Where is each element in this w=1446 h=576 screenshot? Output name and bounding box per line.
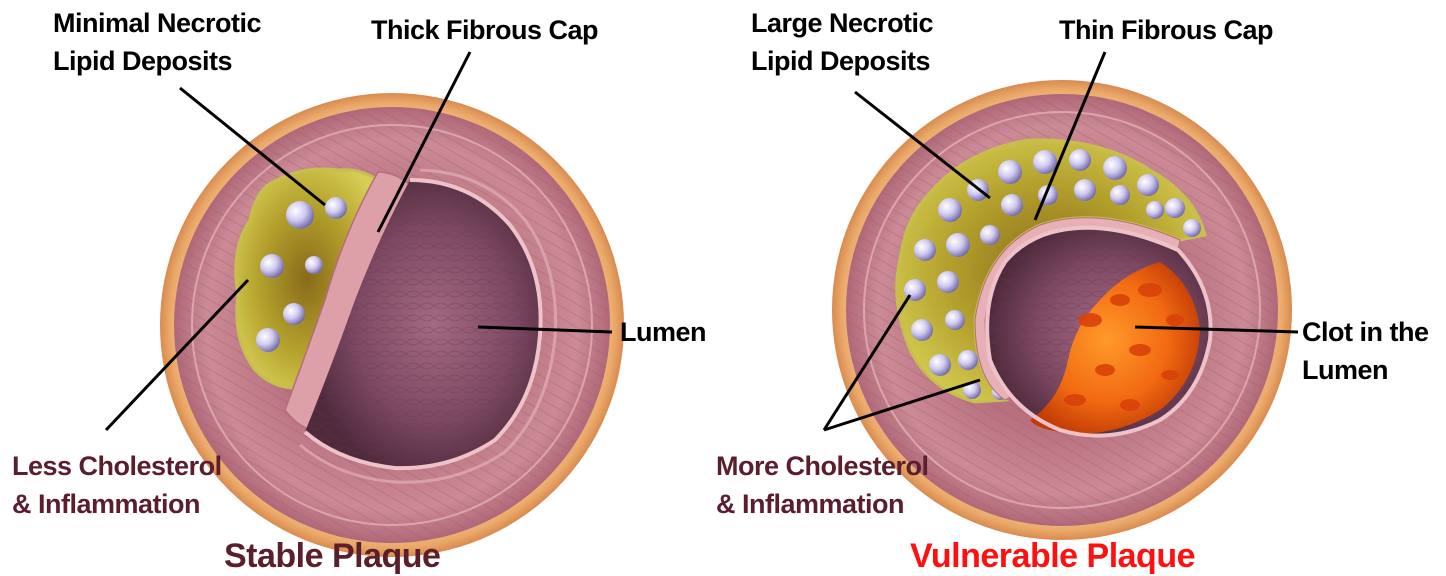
vulnerable-cholesterol-label-line2: & Inflammation (716, 485, 929, 523)
vulnerable-cholesterol-label-line1: More Cholesterol (716, 447, 929, 485)
stable-plaque-title: Stable Plaque (224, 536, 440, 576)
stable-artery (160, 93, 624, 557)
stable-lipid-cell (256, 328, 280, 352)
stable-cap-label: Thick Fibrous Cap (371, 11, 598, 49)
stable-cholesterol-label-line1: Less Cholesterol (12, 447, 222, 485)
stable-deposits-label: Minimal Necrotic Lipid Deposits (53, 4, 261, 80)
stable-lipid-cell (286, 201, 314, 229)
stable-lipid-cell (325, 197, 347, 219)
vulnerable-clot-label-line1: Clot in the (1302, 313, 1428, 351)
vulnerable-deposits-label: Large Necrotic Lipid Deposits (751, 4, 933, 80)
stable-lipid-cell (283, 303, 305, 325)
stable-lipid-cell (260, 254, 284, 278)
vulnerable-cap-label: Thin Fibrous Cap (1059, 11, 1273, 49)
vulnerable-clot-label: Clot in the Lumen (1302, 313, 1428, 389)
vulnerable-plaque-title: Vulnerable Plaque (910, 536, 1195, 576)
stable-deposits-label-line1: Minimal Necrotic (53, 4, 261, 42)
vulnerable-clot-label-line2: Lumen (1302, 351, 1428, 389)
vulnerable-deposits-label-line2: Lipid Deposits (751, 42, 933, 80)
stable-cholesterol-label: Less Cholesterol & Inflammation (12, 447, 222, 523)
stable-lipid-cell (305, 256, 323, 274)
stable-lumen-label: Lumen (620, 313, 706, 351)
stable-deposits-label-line2: Lipid Deposits (53, 42, 261, 80)
vulnerable-cholesterol-label: More Cholesterol & Inflammation (716, 447, 929, 523)
stable-cholesterol-label-line2: & Inflammation (12, 485, 222, 523)
vulnerable-deposits-label-line1: Large Necrotic (751, 4, 933, 42)
